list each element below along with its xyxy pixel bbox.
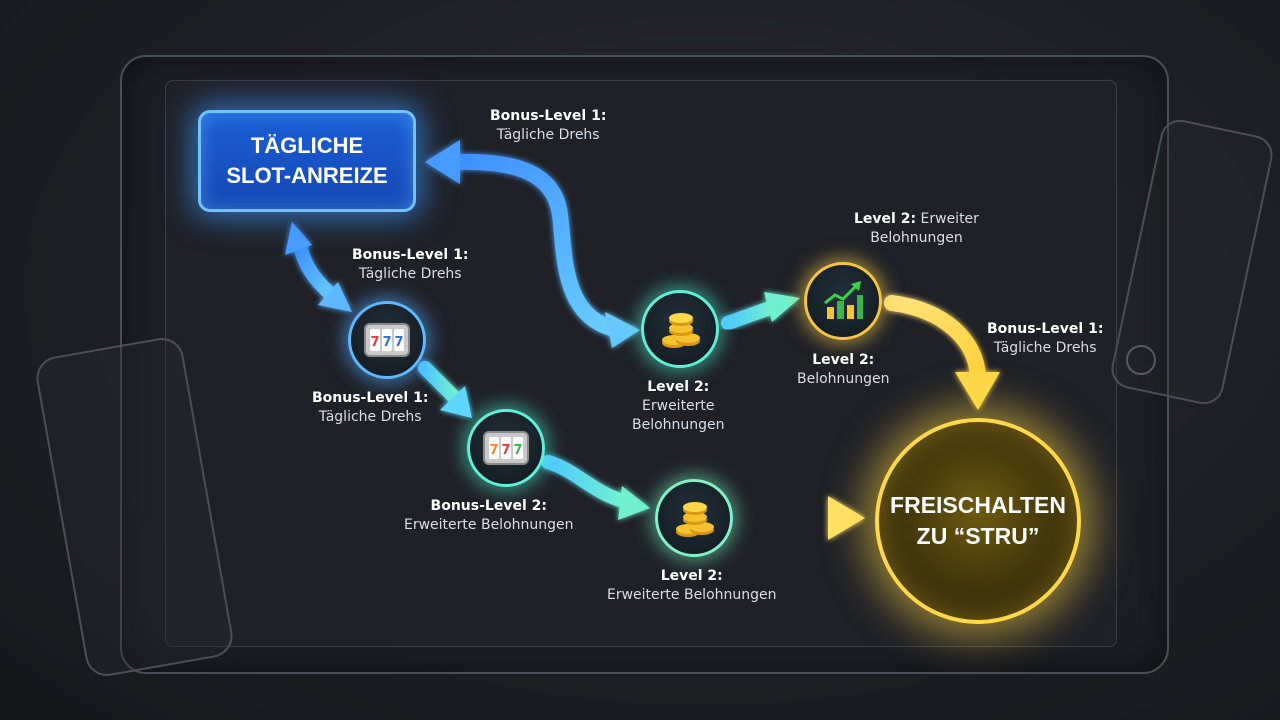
label-coins2: Level 2:Erweiterte Belohnungen <box>607 568 777 603</box>
home-button <box>1126 345 1156 375</box>
chart-node <box>804 262 882 340</box>
slot-machine-icon: 7 7 7 <box>483 431 529 465</box>
label-left-upper: Bonus-Level 1:Tägliche Drehs <box>352 247 469 282</box>
slot-machine-icon: 7 7 7 <box>364 323 410 357</box>
svg-text:7: 7 <box>513 443 522 458</box>
coins-node-1 <box>641 290 719 368</box>
svg-text:7: 7 <box>382 335 391 350</box>
start-node-label: TÄGLICHE SLOT-ANREIZE <box>226 133 388 188</box>
arrow-coins1-to-chart <box>721 292 800 330</box>
slot-node-2: 7 7 7 <box>467 409 545 487</box>
arrow-slot2-to-coins2 <box>541 455 650 520</box>
coin-stack-icon <box>662 313 700 348</box>
final-node-unlock: FREISCHALTEN ZU “STRU” <box>875 418 1081 624</box>
svg-text:7: 7 <box>489 443 498 458</box>
arrow-slot1-to-slot2 <box>418 361 472 418</box>
coin-stack-icon <box>676 502 714 537</box>
label-slot2: Bonus-Level 2:Erweiterte Belohnungen <box>404 498 574 533</box>
arrow-start-to-slot1 <box>285 222 352 312</box>
growth-chart-icon <box>824 281 863 319</box>
arrow-chart-to-final <box>884 295 1000 410</box>
slot-node-1: 7 7 7 <box>348 301 426 379</box>
label-top-arrow: Bonus-Level 1:Tägliche Drehs <box>490 108 607 143</box>
label-slot1: Bonus-Level 1:Tägliche Drehs <box>312 390 429 425</box>
coins-node-2 <box>655 479 733 557</box>
svg-text:7: 7 <box>370 335 379 350</box>
final-node-label: FREISCHALTEN ZU “STRU” <box>890 492 1066 549</box>
start-node-daily-slot-incentives: TÄGLICHE SLOT-ANREIZE <box>198 110 416 212</box>
svg-text:7: 7 <box>394 335 403 350</box>
label-chart-bottom: Level 2:Belohnungen <box>797 352 890 387</box>
arrow-coins2-to-final <box>733 496 865 540</box>
arrow-coins-to-start <box>425 140 640 348</box>
label-right-arrow: Bonus-Level 1:Tägliche Drehs <box>987 321 1104 356</box>
svg-text:7: 7 <box>501 443 510 458</box>
